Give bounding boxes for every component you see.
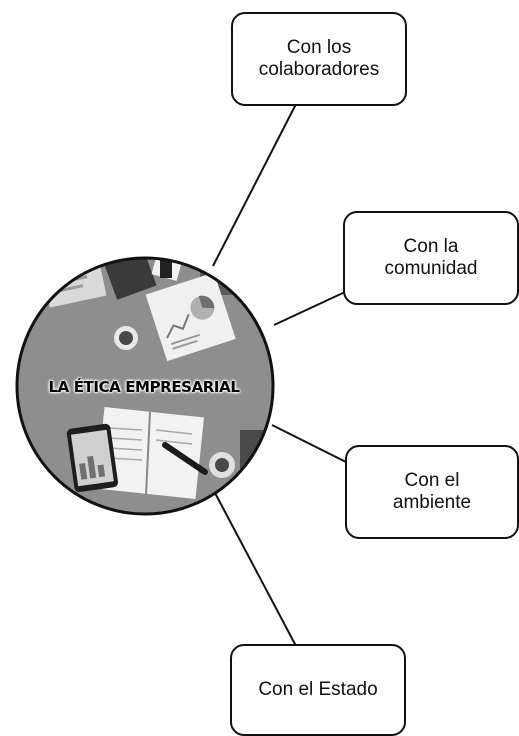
connector-ambiente [271, 424, 347, 463]
chart-paper-illustration [145, 272, 236, 362]
connector-colaboradores [212, 103, 297, 267]
notebook-illustration [95, 406, 205, 500]
node-estado: Con el Estado [230, 644, 406, 736]
connector-estado [213, 490, 297, 647]
connector-comunidad [273, 291, 346, 326]
node-ambiente: Con el ambiente [345, 445, 519, 539]
pen-icon [162, 442, 208, 475]
node-colaboradores: Con los colaboradores [231, 12, 407, 106]
node-comunidad: Con la comunidad [343, 211, 519, 305]
center-title: LA ÉTICA EMPRESARIAL [48, 378, 240, 396]
phone-icon [66, 423, 119, 493]
